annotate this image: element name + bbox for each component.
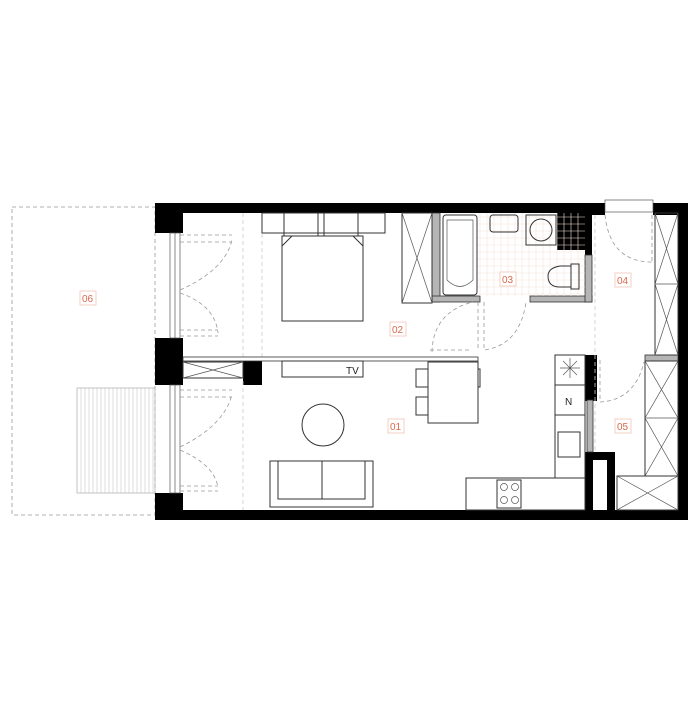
partitions	[182, 212, 679, 453]
washing-machine	[525, 214, 557, 246]
tv-unit: TV	[281, 360, 364, 378]
terrace-windows	[169, 232, 233, 494]
svg-text:04: 04	[617, 276, 629, 287]
dining-table	[415, 361, 481, 424]
living-label: 01	[387, 418, 405, 434]
entry-wardrobe	[616, 360, 679, 511]
svg-text:03: 03	[502, 275, 514, 286]
sink	[489, 214, 519, 233]
svg-text:05: 05	[617, 422, 629, 433]
svg-text:TV: TV	[346, 366, 359, 377]
bed	[261, 212, 386, 322]
kitchen-sink	[557, 431, 581, 458]
cooktop	[496, 479, 522, 509]
kitchen-counter: N	[465, 354, 586, 511]
exterior-walls	[155, 203, 688, 520]
svg-text:06: 06	[82, 294, 94, 305]
bedroom-wardrobe	[401, 212, 433, 304]
toilet	[547, 263, 580, 290]
storage-box	[182, 361, 244, 379]
entry-door	[599, 360, 645, 403]
svg-text:01: 01	[390, 422, 402, 433]
terrace-outline	[11, 206, 156, 516]
terrace-label: 06	[79, 290, 97, 306]
terrace-decking	[76, 387, 156, 494]
bathtub	[442, 214, 478, 296]
hall-wardrobe	[654, 212, 679, 356]
entry-label: 05	[614, 418, 632, 434]
bedroom-label: 02	[389, 321, 407, 337]
entrance-door	[604, 214, 653, 263]
fridge-label: N	[565, 397, 572, 408]
entrance-window	[604, 199, 654, 213]
svg-text:02: 02	[392, 325, 404, 336]
hall-label: 04	[614, 272, 632, 288]
bathroom-door	[483, 301, 527, 351]
sofa	[269, 460, 374, 508]
coffee-table	[301, 403, 345, 447]
bedroom-door	[430, 301, 479, 353]
freezer-icon	[560, 358, 580, 378]
bathroom-label: 03	[499, 271, 517, 287]
